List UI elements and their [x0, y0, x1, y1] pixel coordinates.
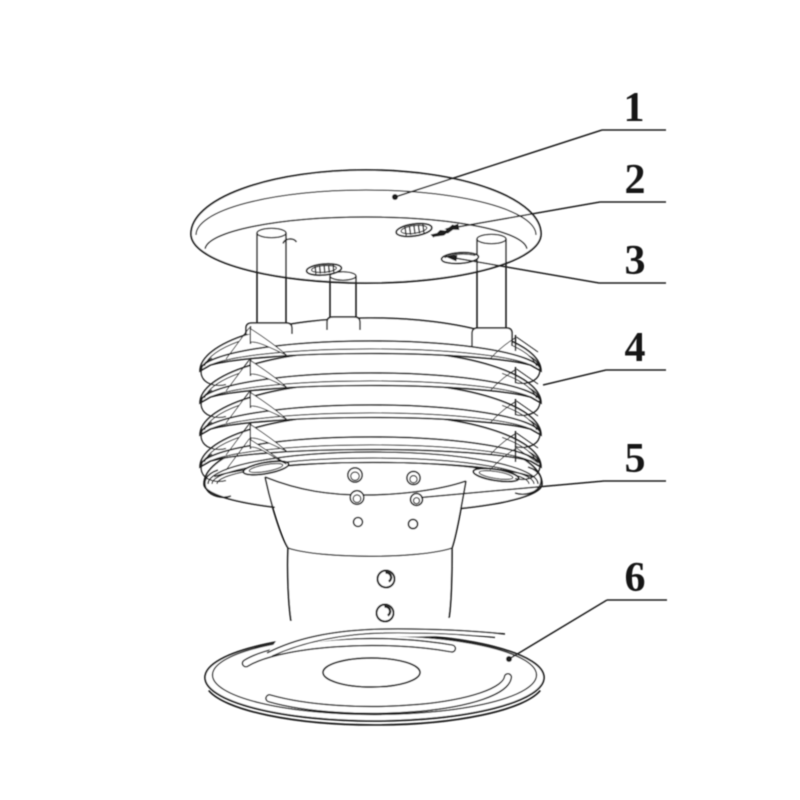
base-arc-slot-rear: [241, 637, 457, 668]
callout-leader-line: [445, 255, 600, 284]
callout-labels: 1 2 3 4 5 6: [392, 85, 667, 662]
cone-body: [264, 466, 506, 657]
callout-2: 2: [444, 157, 666, 230]
edge-transducer-stub: [282, 238, 298, 244]
callout-number: 3: [625, 238, 646, 284]
cone-hole: [346, 466, 363, 483]
callout-leader-line: [420, 480, 605, 499]
callout-6: 6: [506, 555, 667, 662]
cone-hole: [352, 516, 364, 528]
callout-5: 5: [420, 436, 666, 499]
flange-mount-hole: [472, 467, 520, 483]
leader-arrowhead: [444, 223, 460, 230]
base-center-hole: [322, 657, 421, 688]
flange-mount-hole: [242, 460, 290, 476]
callout-number: 4: [625, 325, 646, 371]
ultrasonic-transducer: [395, 222, 433, 238]
louver-gap-ribs: [225, 326, 539, 471]
callout-number: 6: [625, 555, 646, 601]
post-feet: [245, 316, 513, 346]
callout-leader-line: [394, 129, 603, 198]
callout-number: 1: [624, 85, 645, 131]
callout-leader-line: [542, 369, 607, 386]
callout-leader-line: [445, 201, 601, 230]
louver-plate-4: [199, 413, 542, 483]
callout-3: 3: [444, 238, 666, 284]
top-cap: [190, 169, 542, 284]
cone-hole: [407, 518, 419, 530]
ultrasonic-transducer: [305, 262, 343, 277]
cone-hole: [409, 492, 424, 507]
leader-arrowhead: [444, 255, 458, 262]
leader-dot: [506, 656, 512, 662]
callout-4: 4: [542, 325, 666, 386]
callout-1: 1: [392, 85, 666, 200]
base-arc-slot-front: [265, 672, 513, 715]
cone-hole: [349, 489, 365, 506]
cone-hole: [406, 470, 421, 486]
neck-hole: [376, 569, 396, 589]
callout-number: 5: [625, 436, 646, 482]
callout-leader-line: [508, 599, 608, 660]
neck-hole: [375, 603, 395, 623]
leader-dot: [392, 194, 398, 200]
device-drawing: [190, 169, 545, 726]
louver-plate-3: [199, 381, 542, 451]
louver-plate-2: [199, 349, 542, 419]
base-plate: [204, 633, 545, 726]
callout-number: 2: [625, 157, 646, 203]
